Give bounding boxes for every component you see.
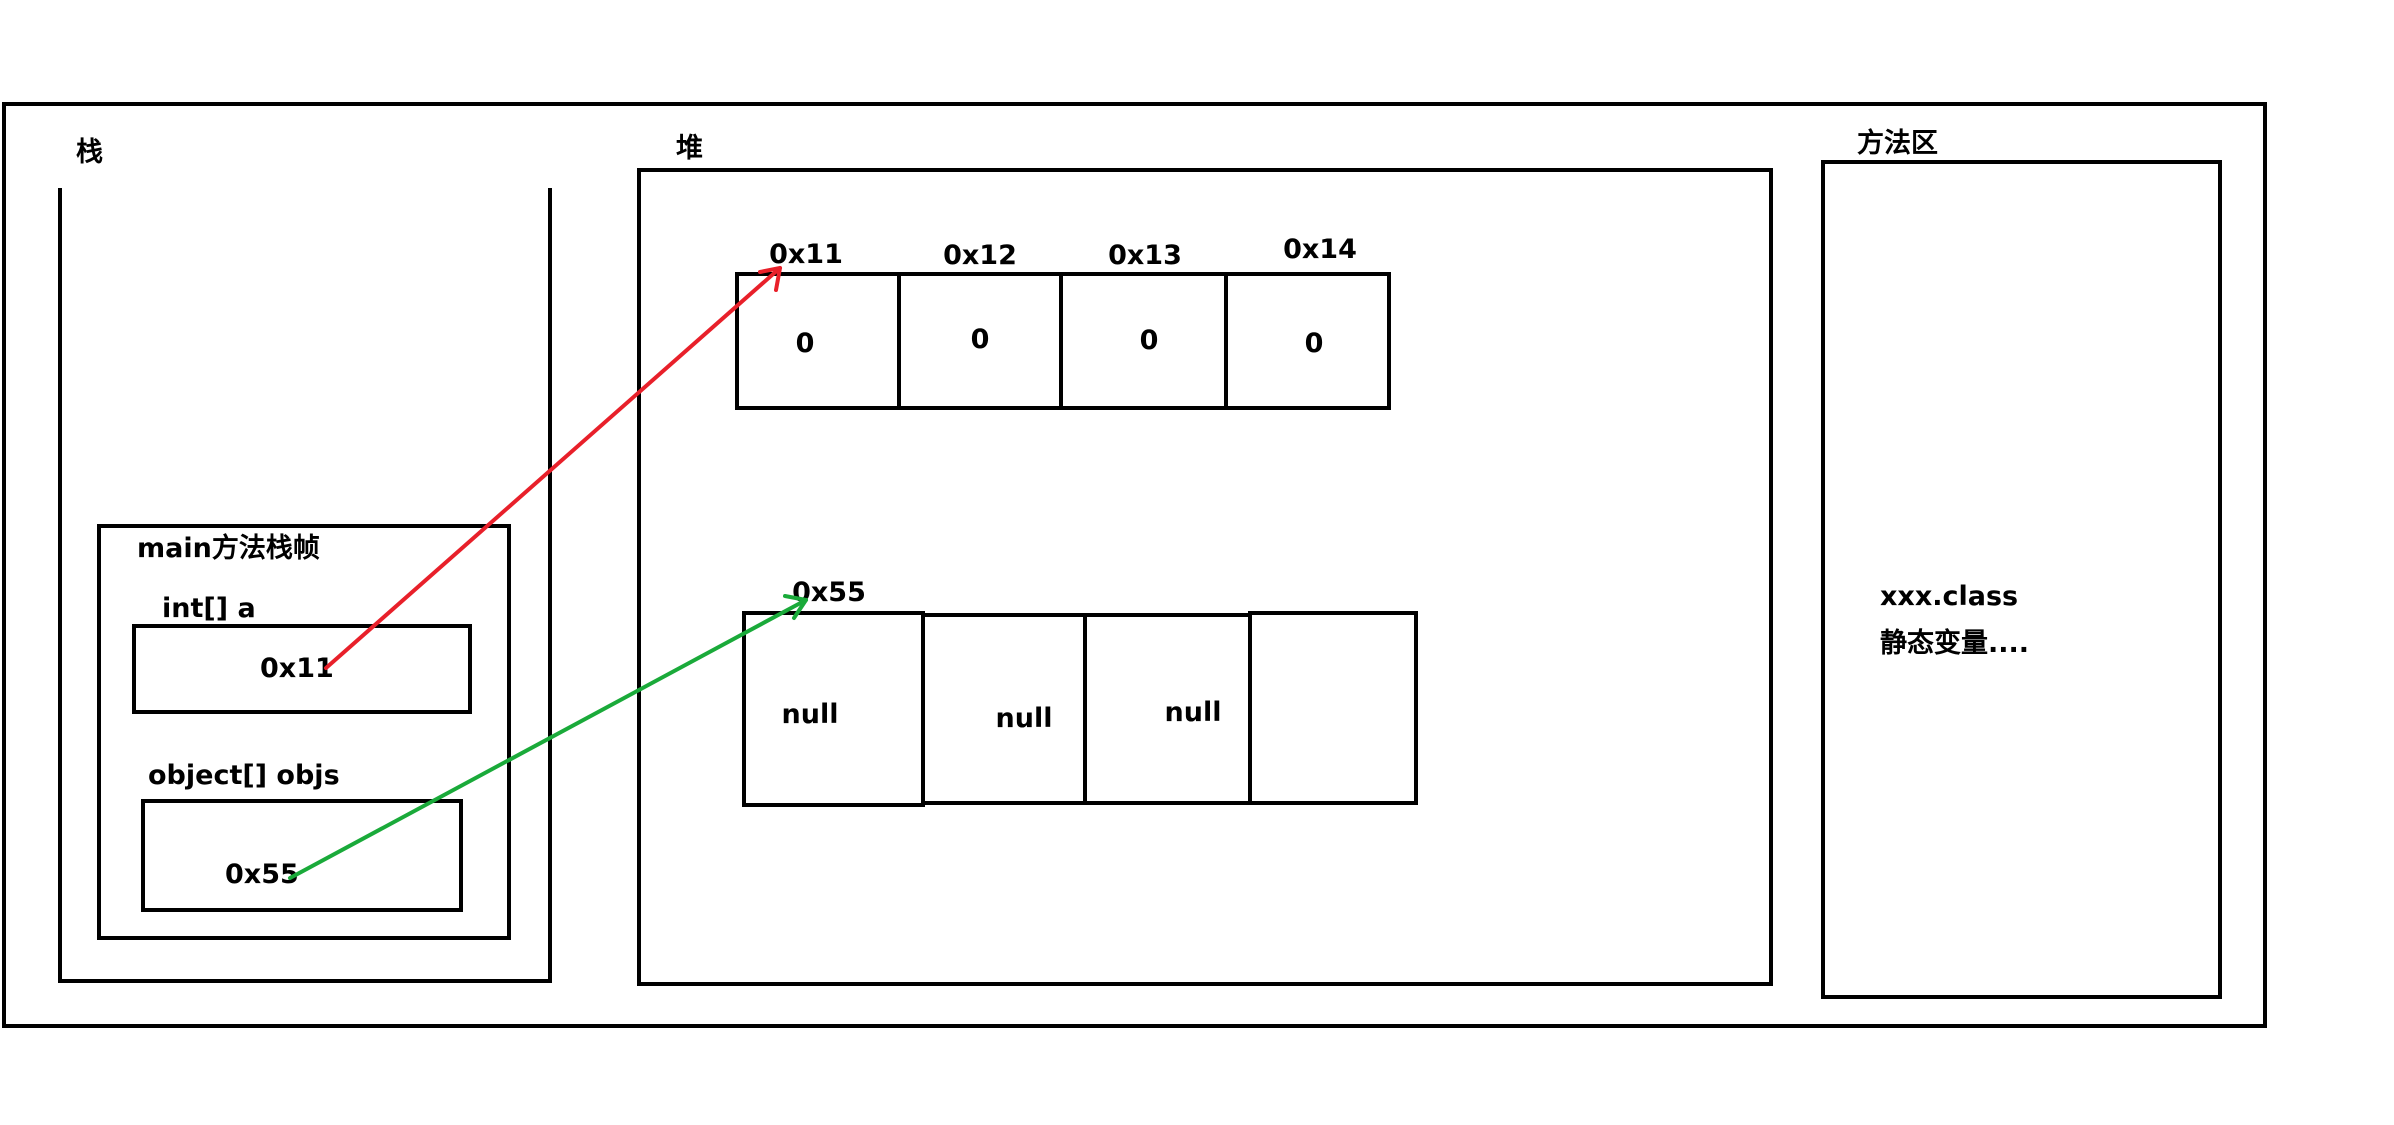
int-array-address: 0x13 [1108,240,1182,271]
var-decl-object-array: object[] objs [148,760,340,791]
stack-title: 栈 [76,137,103,168]
int-array-value: 0 [795,328,815,359]
arrow-object-array-to-heap [288,594,808,880]
var-value-int-array: 0x11 [260,653,334,684]
int-array-value: 0 [1139,325,1159,356]
red-arrow-line [324,266,782,670]
int-array-value: 0 [1304,328,1324,359]
red-arrow-head [758,266,782,292]
method-area-title: 方法区 [1857,128,1938,159]
main-stack-frame [97,524,511,940]
green-arrow-head [783,594,808,620]
method-area-class-line: xxx.class [1880,581,2019,612]
method-area-region [1821,160,2222,999]
int-array-address: 0x11 [769,239,843,270]
green-arrow-line [288,598,808,880]
object-array-value: null [1164,697,1222,728]
int-array-address: 0x14 [1283,234,1357,265]
int-array-address: 0x12 [943,240,1017,271]
var-slot-int-array [132,624,472,714]
var-decl-int-array: int[] a [162,593,256,624]
object-array-value: null [781,699,839,730]
arrow-int-array-to-heap [324,266,782,670]
object-array-cell [1248,611,1418,805]
stack-region [58,188,552,983]
int-array-cell [1224,272,1391,410]
jvm-memory-frame [2,102,2267,1028]
object-array-value: null [995,703,1053,734]
method-area-static-line: 静态变量.... [1880,628,2030,659]
var-slot-object-array [141,799,463,912]
stack-frame-title: main方法栈帧 [137,533,320,564]
heap-region [637,168,1773,986]
var-value-object-array: 0x55 [225,859,299,890]
int-array-value: 0 [970,324,990,355]
heap-title: 堆 [676,133,703,164]
